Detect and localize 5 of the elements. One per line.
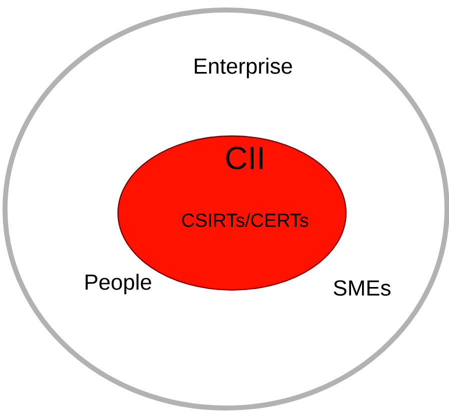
ellipse-label: People xyxy=(86,274,152,294)
ellipse-label: SMEs xyxy=(334,280,390,296)
ellipse-label: CII xyxy=(226,146,262,170)
ellipse-label: CSIRTs/CERTs xyxy=(182,213,308,227)
ellipse-label: Enterprise xyxy=(194,58,292,78)
